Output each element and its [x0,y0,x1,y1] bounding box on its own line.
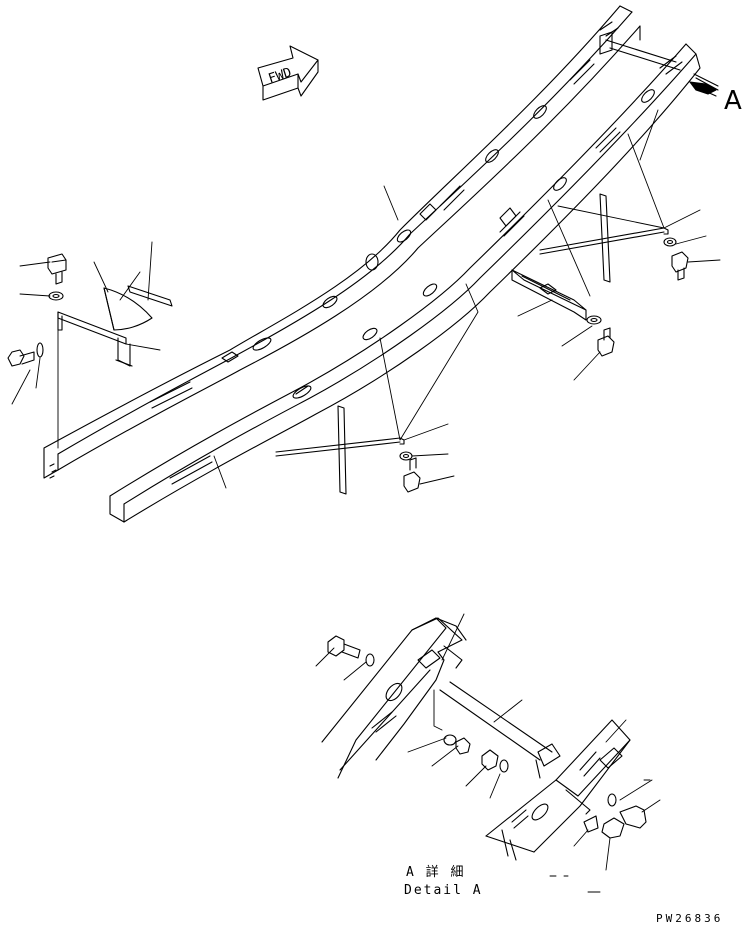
bolt-center-icon [597,327,615,357]
detail-washer-lower-icon [499,759,509,773]
detail-bolt-right-icon [619,805,647,829]
detail-washer-mid-icon [443,734,457,746]
detail-title-jp: A 詳 細 [406,865,466,880]
washer-upper-left-icon [48,291,64,301]
forward-arrow-icon: FWD [257,45,319,101]
detail-leader-lines [315,613,661,871]
washer-lower-left-icon [36,342,44,358]
detail-nut-lower-icon [481,749,499,771]
washer-lower-icon [399,451,413,461]
bolt-upper-left-icon [47,253,67,285]
cross-brace-right [539,193,669,283]
rear-crossmember [599,31,681,71]
left-bracket-assembly [57,285,173,367]
bolt-right-icon [671,251,689,281]
drawing-code: PW26836 [656,912,724,925]
detail-bolt-upper-icon [327,635,361,659]
washer-center-icon [586,315,602,325]
detail-bolt-lower-icon [583,815,625,839]
center-support-bracket [511,269,587,321]
fwd-arrow-label: FWD [267,65,294,87]
detail-washer-right-icon [607,793,617,807]
detail-title-en: Detail A [404,883,483,898]
detail-washer-upper-icon [365,653,375,667]
leader-lines [11,109,721,489]
upper-frame-rail [43,5,641,479]
detail-a-view [321,617,631,861]
bolt-lower-left-icon [7,349,35,367]
lower-frame-rail [109,43,701,523]
view-a-arrow-icon [689,73,719,97]
bolt-lower-icon [403,457,421,493]
cross-brace-lower [275,405,405,495]
view-a-letter: A [724,86,742,116]
washer-right-icon [663,237,677,247]
